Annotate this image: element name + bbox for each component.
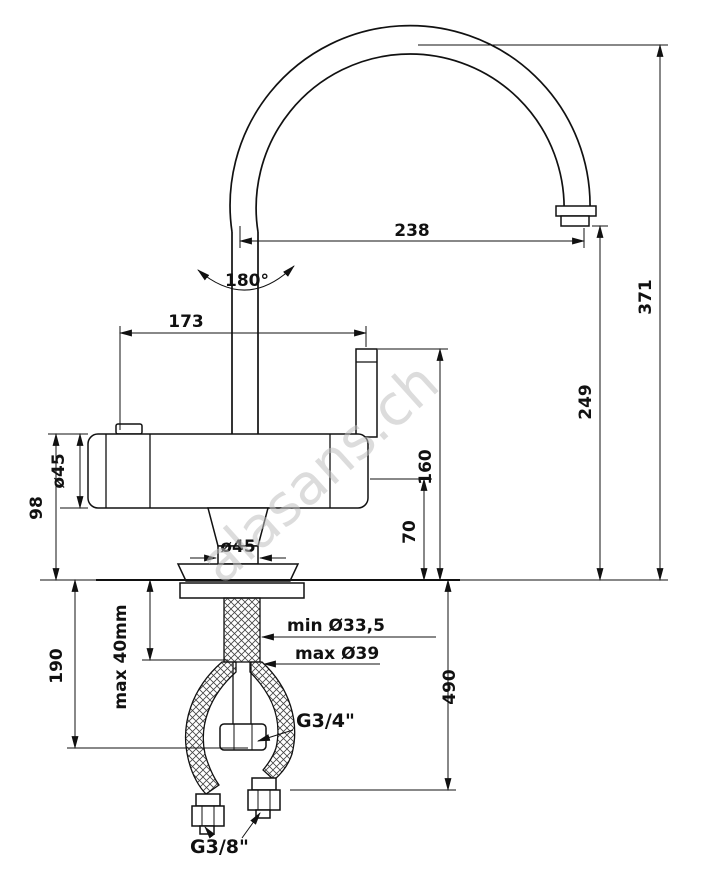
g34-leader bbox=[256, 729, 294, 742]
spout-outer-arc bbox=[229, 24, 591, 233]
dim-490-label: 490 bbox=[440, 669, 460, 705]
min-hole-label: min Ø33,5 bbox=[287, 616, 385, 636]
dim-98: 98 bbox=[27, 432, 60, 582]
swivel-arrow bbox=[197, 265, 295, 291]
dia-45-body-label: ø45 bbox=[49, 453, 69, 488]
left-hose-connector bbox=[195, 793, 221, 807]
dia-45-base: ø45 bbox=[190, 537, 286, 562]
g34-label: G3/4" bbox=[296, 710, 355, 732]
right-hose-connector bbox=[251, 777, 277, 791]
dim-98-label: 98 bbox=[27, 496, 47, 520]
nozzle-collar bbox=[555, 205, 597, 217]
dim-190-label: 190 bbox=[47, 648, 67, 684]
dim-max40: max 40mm bbox=[111, 578, 228, 710]
g34-label-group: G3/4" bbox=[256, 710, 355, 742]
g38-leader-left bbox=[204, 826, 216, 839]
dim-160-label: 160 bbox=[416, 449, 436, 485]
dim-160: 160 bbox=[378, 347, 448, 582]
dim-70: 70 bbox=[370, 477, 432, 582]
dim-238: 238 bbox=[238, 221, 586, 248]
threaded-shank bbox=[223, 597, 261, 663]
dim-173: 173 bbox=[118, 312, 368, 430]
nozzle-tip bbox=[560, 215, 590, 227]
g34-connection-nut bbox=[219, 723, 267, 751]
spout-inner-arc bbox=[255, 53, 565, 233]
dim-249-label: 249 bbox=[576, 384, 596, 420]
dim-238-label: 238 bbox=[394, 221, 430, 241]
dimension-annotations: 238 371 249 180° 173 bbox=[27, 43, 668, 858]
dim-173-label: 173 bbox=[168, 312, 204, 332]
handle-lever bbox=[355, 348, 378, 438]
swivel-angle: 180° bbox=[197, 265, 295, 291]
dia-45-base-label: ø45 bbox=[220, 537, 255, 557]
faucet-outline bbox=[87, 24, 597, 582]
braided-hose-right bbox=[249, 661, 296, 781]
dim-249: 249 bbox=[576, 224, 608, 582]
dim-371-label: 371 bbox=[636, 279, 656, 315]
mounting-assembly bbox=[179, 582, 305, 835]
right-hose-tail bbox=[255, 809, 271, 819]
g38-label: G3/8" bbox=[190, 836, 249, 858]
dim-490: 490 bbox=[290, 578, 460, 792]
braided-hose-left bbox=[184, 661, 237, 795]
dim-70-label: 70 bbox=[400, 520, 420, 544]
left-hose-nut bbox=[191, 805, 225, 827]
right-hose-nut bbox=[247, 789, 281, 811]
max-hole-label: max Ø39 bbox=[295, 644, 379, 664]
dim-371: 371 bbox=[418, 43, 668, 582]
dim-190: 190 bbox=[47, 578, 248, 750]
dia-45-body: ø45 bbox=[48, 432, 88, 510]
g38-leader-right bbox=[241, 812, 261, 839]
dim-max40-label: max 40mm bbox=[111, 604, 131, 709]
g38-label-group: G3/8" bbox=[190, 812, 261, 858]
swivel-angle-label: 180° bbox=[225, 271, 269, 291]
hole-diameter-labels: min Ø33,5 max Ø39 bbox=[260, 616, 436, 668]
